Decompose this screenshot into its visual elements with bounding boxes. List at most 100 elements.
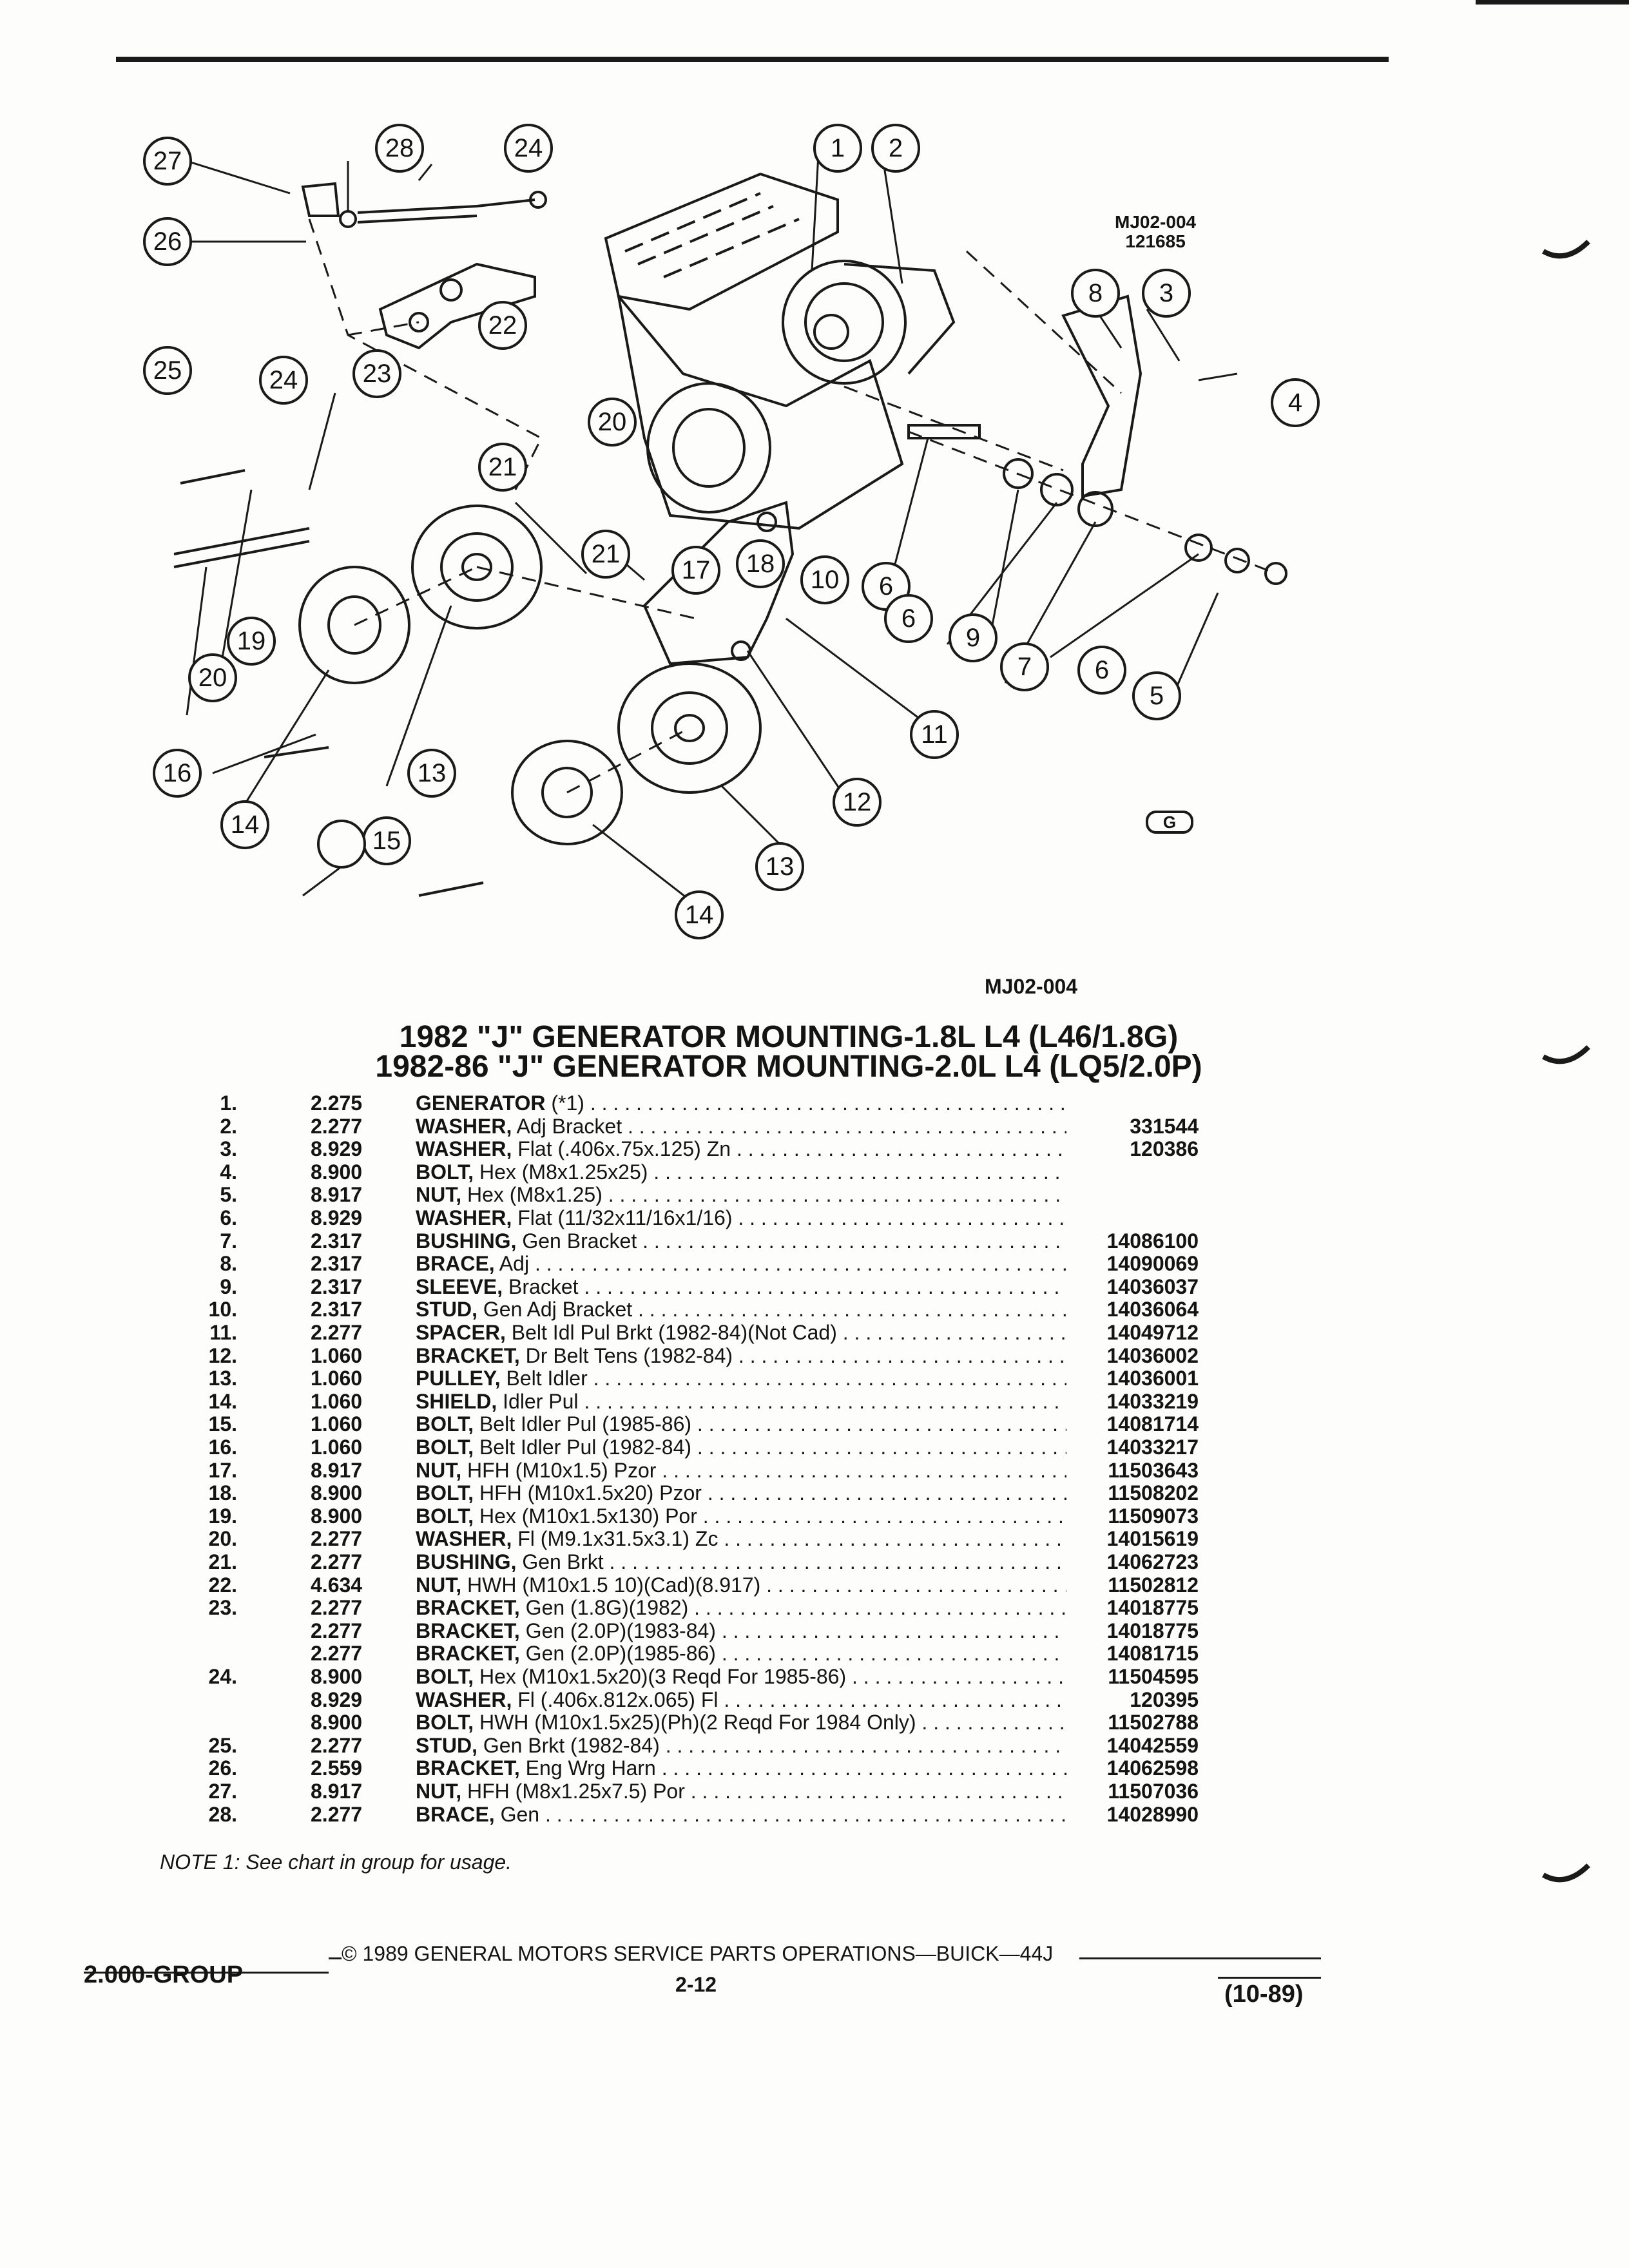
group-number: 8.929	[311, 1206, 363, 1229]
callout-14a: 14	[231, 811, 260, 839]
part-number: 14042559	[1106, 1733, 1199, 1757]
part-description: WASHER, Fl (M9.1x31.5x3.1) Zc	[416, 1527, 1066, 1550]
callout-17: 17	[682, 556, 711, 584]
part-number: 14036002	[1106, 1343, 1199, 1367]
part-description: SPACER, Belt Idl Pul Brkt (1982-84)(Not …	[416, 1321, 1066, 1344]
part-detail: Adj Bracket	[512, 1114, 622, 1138]
callout-1: 1	[831, 134, 845, 162]
group-number: 2.277	[311, 1321, 363, 1344]
part-description: NUT, Hex (M8x1.25)	[416, 1183, 1066, 1206]
punch-mark-icon	[1542, 240, 1590, 259]
callout-3: 3	[1159, 279, 1173, 307]
item-number: 28.	[208, 1802, 237, 1826]
part-detail: Gen (2.0P)(1983-84)	[519, 1619, 716, 1642]
part-number: 14081714	[1106, 1412, 1199, 1436]
part-name: WASHER,	[416, 1687, 512, 1711]
group-number: 8.917	[311, 1780, 363, 1803]
group-number: 2.559	[311, 1756, 363, 1780]
section-title-2: 1982-86 "J" GENERATOR MOUNTING-2.0L L4 (…	[375, 1050, 1202, 1084]
item-number: 11.	[209, 1321, 237, 1344]
part-number: 14018775	[1106, 1619, 1199, 1642]
part-description: BUSHING, Gen Bracket	[416, 1229, 1066, 1253]
part-detail: Flat (11/32x11/16x1/16)	[512, 1206, 733, 1229]
part-detail: Hex (M10x1.5x130) Por	[474, 1504, 697, 1528]
part-number: 11502812	[1108, 1573, 1199, 1597]
part-description: BRACKET, Eng Wrg Harn	[416, 1756, 1066, 1780]
part-name: WASHER,	[416, 1206, 512, 1229]
part-name: BRACKET,	[416, 1343, 520, 1367]
section-title-1: 1982 "J" GENERATOR MOUNTING-1.8L L4 (L46…	[399, 1020, 1179, 1054]
part-detail: HFH (M10x1.5) Pzor	[461, 1458, 657, 1482]
callout-26: 26	[153, 227, 182, 256]
item-number: 20.	[208, 1527, 237, 1551]
item-number: 19.	[208, 1504, 237, 1528]
figure-code-top: MJ02-004 121685	[1115, 213, 1196, 251]
part-description: WASHER, Fl (.406x.812x.065) Fl	[416, 1688, 1066, 1711]
callout-22: 22	[488, 311, 517, 340]
part-detail: Gen (2.0P)(1985-86)	[519, 1642, 716, 1666]
part-detail: Idler Pul	[497, 1389, 579, 1413]
part-detail: Hex (M8x1.25)	[461, 1183, 602, 1207]
callout-6b: 6	[901, 604, 916, 633]
callout-10: 10	[811, 566, 840, 594]
group-number: 2.277	[311, 1596, 363, 1620]
group-number: 2.277	[311, 1550, 363, 1573]
part-description: BUSHING, Gen Brkt	[416, 1550, 1066, 1573]
usage-note: NOTE 1: See chart in group for usage.	[160, 1850, 512, 1874]
part-detail: HWH (M10x1.5 10)(Cad)(8.917)	[461, 1573, 761, 1597]
item-number: 4.	[220, 1160, 237, 1184]
part-detail: Belt Idler	[500, 1367, 588, 1390]
part-name: BRACE,	[416, 1802, 495, 1826]
callout-20b: 20	[198, 664, 227, 692]
item-number: 15.	[208, 1412, 237, 1436]
callout-14b: 14	[685, 901, 714, 929]
figure-code-bottom: MJ02-004	[985, 975, 1078, 998]
part-description: BRACKET, Gen (1.8G)(1982)	[416, 1596, 1066, 1619]
part-number: 14033217	[1106, 1436, 1199, 1459]
callout-5: 5	[1150, 682, 1164, 710]
part-number: 120395	[1130, 1687, 1199, 1711]
part-name: BOLT,	[416, 1665, 474, 1688]
callout-24a: 24	[514, 134, 543, 162]
part-number: 11508202	[1108, 1481, 1199, 1505]
callout-8: 8	[1088, 279, 1103, 307]
part-description: WASHER, Flat (11/32x11/16x1/16)	[416, 1206, 1066, 1229]
group-number: 2.277	[311, 1527, 363, 1551]
part-number: 14036037	[1106, 1274, 1199, 1298]
part-detail: Fl (M9.1x31.5x3.1) Zc	[512, 1527, 718, 1551]
item-number: 26.	[208, 1756, 237, 1780]
footer-rule-right	[1079, 1957, 1321, 1959]
part-detail: Belt Idl Pul Brkt (1982-84)(Not Cad)	[505, 1321, 837, 1344]
item-number: 17.	[208, 1458, 237, 1482]
part-number: 14062598	[1106, 1756, 1199, 1780]
footer-page-number: 2-12	[675, 1973, 717, 1996]
part-name: BRACKET,	[416, 1756, 520, 1780]
part-description: STUD, Gen Adj Bracket	[416, 1298, 1066, 1321]
part-name: BOLT,	[416, 1412, 474, 1436]
part-detail: Gen Brkt	[516, 1550, 604, 1573]
item-number: 8.	[220, 1252, 237, 1276]
part-detail: Belt Idler Pul (1982-84)	[474, 1436, 692, 1459]
group-number: 1.060	[311, 1343, 363, 1367]
part-description: GENERATOR (*1)	[416, 1091, 1066, 1115]
callout-16: 16	[163, 759, 192, 787]
group-number: 8.917	[311, 1458, 363, 1482]
part-name: WASHER,	[416, 1137, 512, 1161]
item-number: 18.	[208, 1481, 237, 1505]
part-number: 14036064	[1106, 1298, 1199, 1321]
part-name: NUT,	[416, 1780, 462, 1803]
